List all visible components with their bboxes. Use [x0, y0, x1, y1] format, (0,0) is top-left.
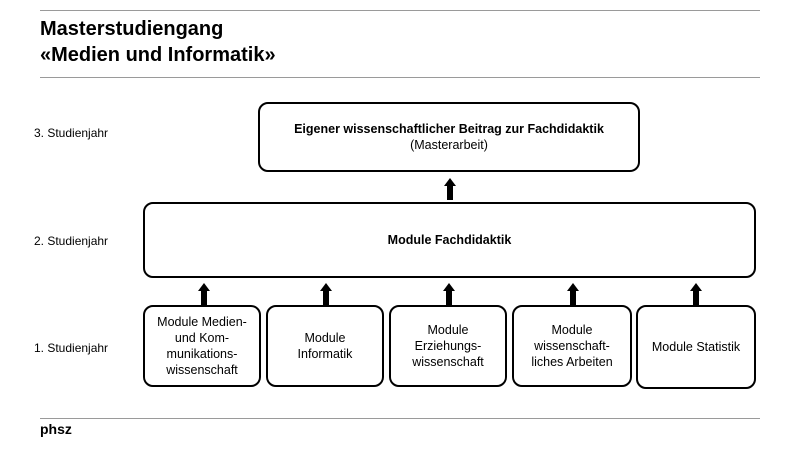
arrow-up-icon	[444, 178, 456, 200]
title-rule	[40, 77, 760, 78]
arrow-up-icon	[567, 283, 579, 305]
module-label: Module Medien- und Kom- munikations- wis…	[157, 315, 247, 377]
arrow-up-icon	[443, 283, 455, 305]
module-label: Module Statistik	[651, 340, 741, 354]
module-box-wissenschaftliches-arbeiten: Module wissenschaft- liches Arbeiten	[512, 305, 632, 387]
footer-rule	[40, 418, 760, 419]
arrow-up-icon	[690, 283, 702, 305]
module-box-erziehungswissenschaft: Module Erziehungs- wissenschaft	[389, 305, 507, 387]
year-label-3: 3. Studienjahr	[34, 126, 109, 140]
module-label: Module wissenschaft- liches Arbeiten	[531, 323, 613, 369]
page-title: Masterstudiengang «Medien und Informatik…	[40, 16, 276, 68]
arrow-up-icon	[198, 283, 210, 305]
page-title-line-1: Masterstudiengang	[40, 18, 224, 40]
top-rule	[40, 10, 760, 11]
footer-logo: phsz	[40, 421, 72, 437]
masterarbeit-box: Eigener wissenschaftlicher Beitrag zur F…	[258, 102, 640, 172]
fachdidaktik-title: Module Fachdidaktik	[387, 233, 512, 247]
page-title-line-2: «Medien und Informatik»	[40, 44, 276, 66]
module-label: Module Informatik	[297, 331, 353, 361]
module-box-statistik: Module Statistik	[636, 305, 756, 389]
year-label-2: 2. Studienjahr	[34, 234, 109, 248]
arrow-up-icon	[320, 283, 332, 305]
masterarbeit-title: Eigener wissenschaftlicher Beitrag zur F…	[294, 122, 604, 136]
masterarbeit-subtitle: (Masterarbeit)	[410, 138, 488, 152]
module-label: Module Erziehungs- wissenschaft	[412, 323, 484, 369]
year-label-1: 1. Studienjahr	[34, 341, 109, 355]
module-box-medien: Module Medien- und Kom- munikations- wis…	[143, 305, 261, 387]
module-box-informatik: Module Informatik	[266, 305, 384, 387]
fachdidaktik-box: Module Fachdidaktik	[143, 202, 756, 278]
